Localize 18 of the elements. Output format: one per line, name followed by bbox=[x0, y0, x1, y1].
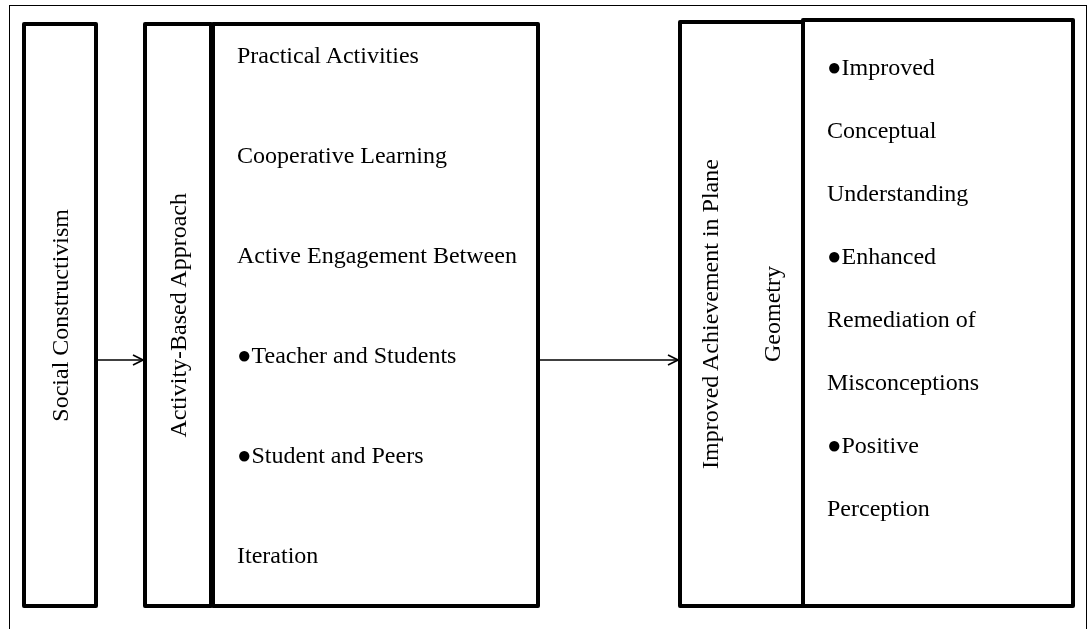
list-item: Practical Activities bbox=[237, 41, 420, 70]
list-box bbox=[801, 18, 1075, 608]
box-label: Social Constructivism bbox=[45, 208, 74, 422]
list-box bbox=[211, 22, 540, 608]
list-item: Cooperative Learning bbox=[237, 141, 448, 170]
vertical-box bbox=[143, 22, 213, 608]
box-label: Activity-Based Approach bbox=[163, 192, 192, 438]
box-label: Improved Achievement in Plane Geometry bbox=[696, 158, 787, 471]
list-item: Iteration bbox=[237, 541, 320, 570]
list-item: Active Engagement Between bbox=[237, 241, 518, 270]
list-item: ●Student and Peers bbox=[237, 441, 425, 470]
list-item: ●Teacher and Students bbox=[237, 341, 458, 370]
arrow bbox=[539, 354, 679, 366]
list-item: ●Enhanced Remediation of Misconceptions bbox=[827, 242, 980, 397]
arrow bbox=[97, 354, 144, 366]
list-item: ●Improved Conceptual Understanding bbox=[827, 53, 970, 208]
list-item: ●Positive Perception bbox=[827, 431, 931, 523]
vertical-box bbox=[22, 22, 98, 608]
